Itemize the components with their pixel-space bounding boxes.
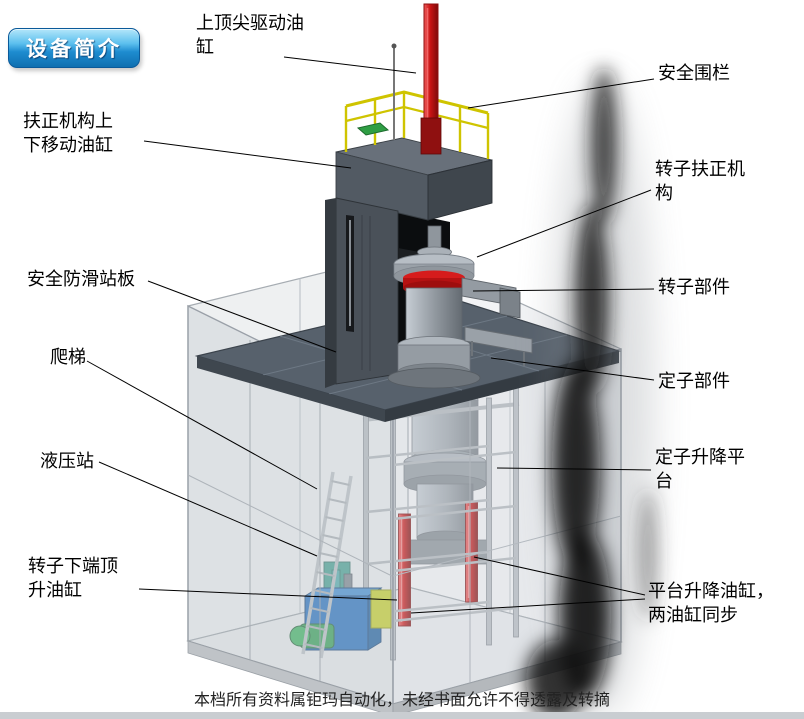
leader-line <box>147 280 337 353</box>
leader-line <box>98 461 318 557</box>
leader-line <box>86 360 318 490</box>
rotor-centering-clamp <box>461 277 521 319</box>
hydraulic-unit <box>289 561 392 651</box>
safety-railing <box>344 90 490 159</box>
title-badge-label: 设备简介 <box>26 38 122 61</box>
leader-line <box>476 189 652 258</box>
rotor-assembly <box>387 225 481 389</box>
leader-line <box>472 288 655 292</box>
leader-line <box>143 140 352 169</box>
label-rotor-bottom-jacking-cylinder: 转子下端顶 升油缸 <box>28 556 118 600</box>
leader-line <box>467 78 655 109</box>
access-ladder <box>301 471 353 659</box>
junction-box <box>356 122 390 136</box>
label-safety-fence: 安全围栏 <box>658 63 730 83</box>
label-hydraulic-station: 液压站 <box>40 451 94 471</box>
cylinder-collar <box>420 117 442 155</box>
leader-line <box>410 598 646 614</box>
platform-fixture <box>464 326 533 366</box>
label-ladder: 爬梯 <box>50 347 86 367</box>
top-drive-cylinder <box>391 3 442 155</box>
label-anti-slip-standing-board: 安全防滑站板 <box>27 269 135 289</box>
shadow-smudge <box>526 67 657 719</box>
label-stator-lifting-platform: 定子升降平 台 <box>655 447 745 491</box>
leader-lines <box>86 56 655 614</box>
label-platform-lifting-cylinders: 平台升降油缸， 两油缸同步 <box>648 581 774 625</box>
leader-line <box>473 556 646 596</box>
bottom-border <box>0 712 804 719</box>
leader-line <box>138 588 398 601</box>
leader-line <box>283 56 417 74</box>
leader-line <box>496 467 652 471</box>
copyright-text: 本档所有资料属钜玛自动化，未经书面允许不得透露及转摘 <box>193 692 610 709</box>
label-top-tip-drive-cylinder: 上顶尖驱动油 缸 <box>196 13 304 57</box>
title-badge: 设备简介 <box>8 28 140 68</box>
label-stator-component: 定子部件 <box>658 371 730 391</box>
label-rotor-component: 转子部件 <box>658 277 730 297</box>
leader-line <box>490 357 655 381</box>
label-rotor-centering-mechanism: 转子扶正机 构 <box>655 159 745 203</box>
label-centering-mechanism-cylinder: 扶正机构上 下移动油缸 <box>23 111 113 155</box>
